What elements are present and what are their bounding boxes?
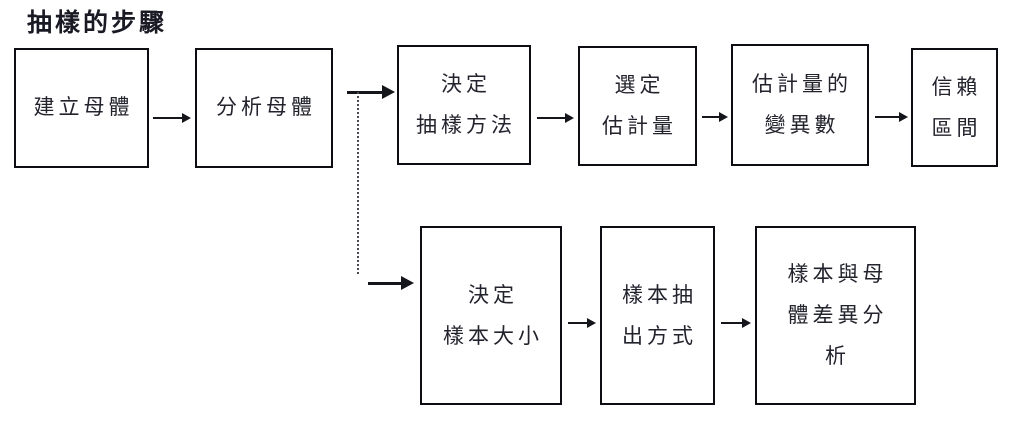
flow-node-line: 信賴 xyxy=(931,74,982,99)
flow-node-estimator-variance[interactable]: 估計量的 變異數 xyxy=(731,44,869,166)
flow-node-line: 決定 xyxy=(441,72,491,97)
flow-node-line: 區間 xyxy=(931,115,982,140)
flow-node-line: 選定 xyxy=(614,73,665,98)
flow-node-select-estimator[interactable]: 選定 估計量 xyxy=(578,46,697,166)
flow-node-analyze-population[interactable]: 分析母體 xyxy=(195,48,333,168)
flow-node-line: 建立母體 xyxy=(33,95,134,120)
arrow-icon-node7-to-node8 xyxy=(568,316,596,330)
flow-node-line: 樣本抽 xyxy=(622,282,697,307)
arrow-icon-node5-to-node6 xyxy=(875,110,908,124)
flow-node-line: 決定 xyxy=(468,282,518,307)
arrow-icon-node1-to-node2 xyxy=(153,111,191,125)
flow-node-line: 變異數 xyxy=(764,113,840,137)
flow-node-line: 估計量 xyxy=(602,114,677,138)
arrow-icon-branch-to-node3 xyxy=(347,85,395,99)
flow-node-line: 樣本大小 xyxy=(443,323,543,348)
flow-node-line: 分析母體 xyxy=(216,95,316,120)
flow-node-line: 出方式 xyxy=(622,323,697,348)
flow-node-sample-population-difference-analysis[interactable]: 樣本與母 體差異分 析 xyxy=(755,226,916,405)
flow-node-line: 析 xyxy=(825,343,850,368)
arrow-icon-node3-to-node4 xyxy=(537,111,574,125)
arrow-icon-node4-to-node5 xyxy=(702,110,728,124)
arrow-icon-node8-to-node9 xyxy=(721,316,751,330)
flow-node-line: 估計量的 xyxy=(752,72,852,97)
flow-node-decide-sample-size[interactable]: 決定 樣本大小 xyxy=(420,226,562,405)
flow-node-line: 體差異分 xyxy=(787,303,888,328)
flow-node-establish-population[interactable]: 建立母體 xyxy=(14,48,149,168)
flow-node-line: 樣本與母 xyxy=(787,262,888,287)
page-title: 抽樣的步驟 xyxy=(27,8,168,37)
dotted-branch-connector xyxy=(357,92,359,274)
flow-node-decide-sampling-method[interactable]: 決定 抽樣方法 xyxy=(397,45,531,165)
flow-node-sampling-procedure[interactable]: 樣本抽 出方式 xyxy=(600,226,715,405)
flow-node-line: 抽樣方法 xyxy=(416,113,516,137)
arrow-icon-branch-to-node7 xyxy=(368,276,414,290)
flow-node-confidence-interval[interactable]: 信賴 區間 xyxy=(911,48,998,167)
